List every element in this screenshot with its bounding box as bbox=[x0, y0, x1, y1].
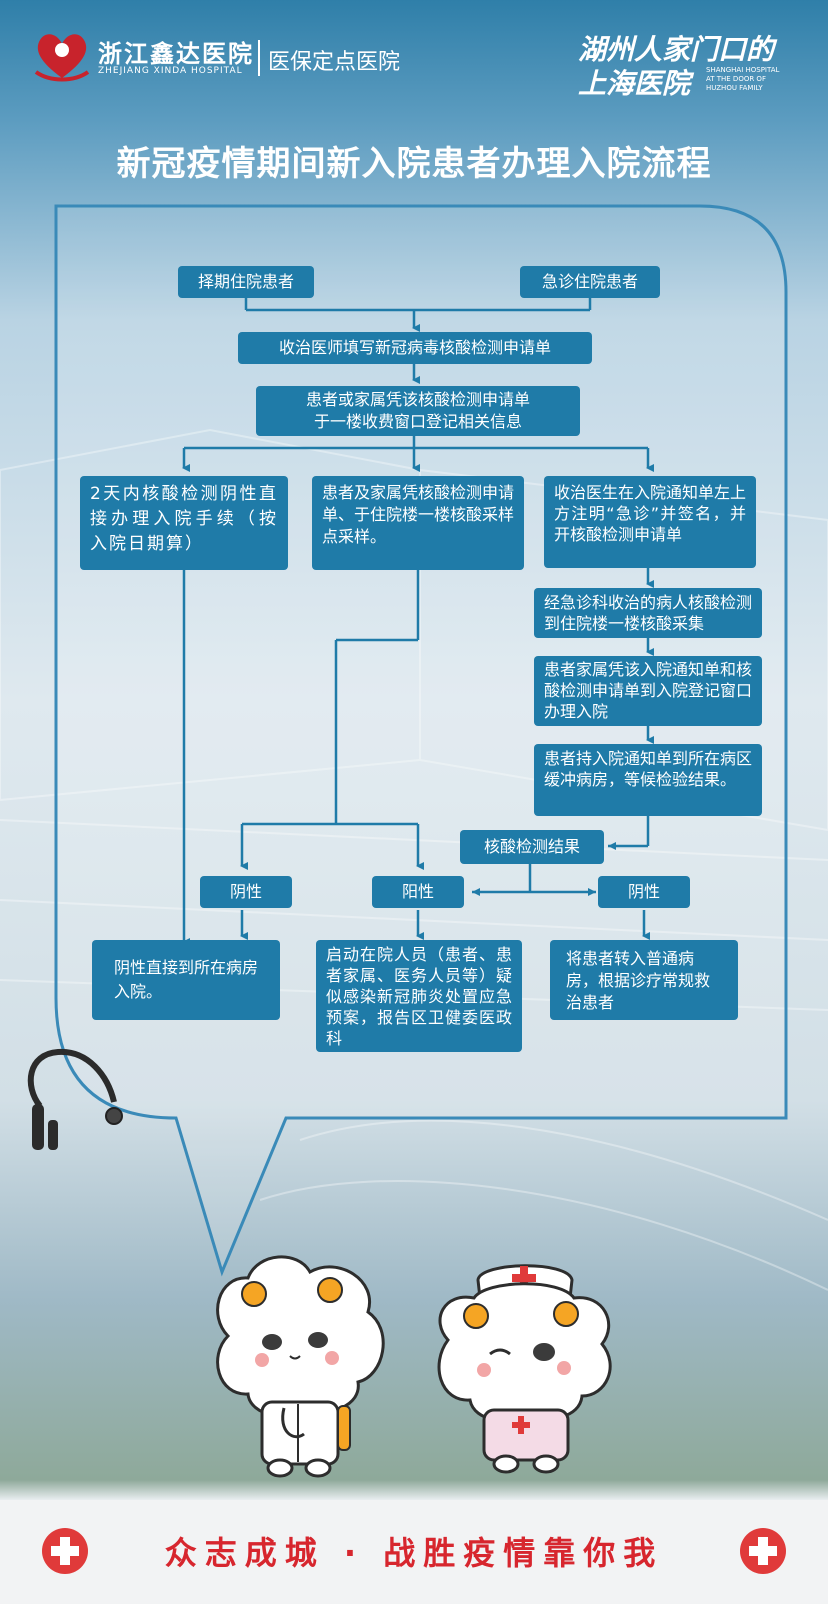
slogan-en-3: HUZHOU FAMILY bbox=[706, 84, 763, 92]
footer-slogan: 众志成城 · 战胜疫情靠你我 bbox=[164, 1534, 664, 1572]
nurse-mascot-icon bbox=[437, 1264, 612, 1474]
box-branch-right: 收治医生在入院通知单左上方注明“急诊”并签名，并开核酸检测申请单 bbox=[544, 476, 756, 568]
box-test-result: 核酸检测结果 bbox=[460, 830, 604, 864]
slogan-en-1: SHANGHAI HOSPITAL bbox=[706, 66, 780, 74]
slogan-line1: 湖州人家门口的 bbox=[578, 33, 775, 66]
box-outcome-middle: 启动在院人员（患者、患者家属、医务人员等）疑似感染新冠肺炎处置应急预案，报告区卫… bbox=[316, 940, 522, 1052]
hospital-name-cn: 浙江鑫达医院 bbox=[98, 39, 254, 68]
box-right-step-2: 经急诊科收治的病人核酸检测到住院楼一楼核酸采集 bbox=[534, 588, 762, 638]
box-elective-patient: 择期住院患者 bbox=[178, 266, 314, 298]
box-outcome-left: 阴性直接到所在病房入院。 bbox=[92, 940, 280, 1020]
footer-bar: 众志成城 · 战胜疫情靠你我 bbox=[0, 1500, 828, 1604]
box-emergency-patient: 急诊住院患者 bbox=[520, 266, 660, 298]
red-cross-icon bbox=[740, 1528, 786, 1574]
page-title: 新冠疫情期间新入院患者办理入院流程 bbox=[116, 144, 712, 184]
box-right-step-3: 患者家属凭该入院通知单和核酸检测申请单到入院登记窗口办理入院 bbox=[534, 656, 762, 726]
box-right-step-4: 患者持入院通知单到所在病区缓冲病房，等候检验结果。 bbox=[534, 744, 762, 816]
box-result-positive: 阳性 bbox=[372, 876, 464, 908]
red-cross-icon bbox=[42, 1528, 88, 1574]
doctor-mascot-icon bbox=[216, 1255, 385, 1478]
slogan-line2: 上海医院 bbox=[578, 67, 691, 100]
designation: 医保定点医院 bbox=[268, 50, 401, 75]
box-result-negative-right: 阴性 bbox=[598, 876, 690, 908]
box-register-line2: 于一楼收费窗口登记相关信息 bbox=[313, 412, 522, 431]
slogan-en-2: AT THE DOOR OF bbox=[706, 75, 766, 83]
flow-connectors bbox=[182, 298, 654, 946]
box-result-negative-left: 阴性 bbox=[200, 876, 292, 908]
hospital-name-en: ZHEJIANG XINDA HOSPITAL bbox=[98, 66, 243, 76]
box-register-line1: 患者或家属凭该核酸检测申请单 bbox=[305, 390, 530, 409]
box-branch-left: 2天内核酸检测阴性直接办理入院手续（按入院日期算） bbox=[80, 476, 288, 570]
box-fill-form: 收治医师填写新冠病毒核酸检测申请单 bbox=[238, 332, 592, 364]
box-outcome-right: 将患者转入普通病房，根据诊疗常规救治患者 bbox=[550, 940, 738, 1020]
stethoscope-icon bbox=[27, 1048, 123, 1150]
box-register: 患者或家属凭该核酸检测申请单 于一楼收费窗口登记相关信息 bbox=[256, 386, 580, 436]
header-divider bbox=[258, 40, 260, 76]
box-branch-middle: 患者及家属凭核酸检测申请单、于住院楼一楼核酸采样点采样。 bbox=[312, 476, 524, 570]
hospital-logo-icon bbox=[34, 34, 90, 82]
